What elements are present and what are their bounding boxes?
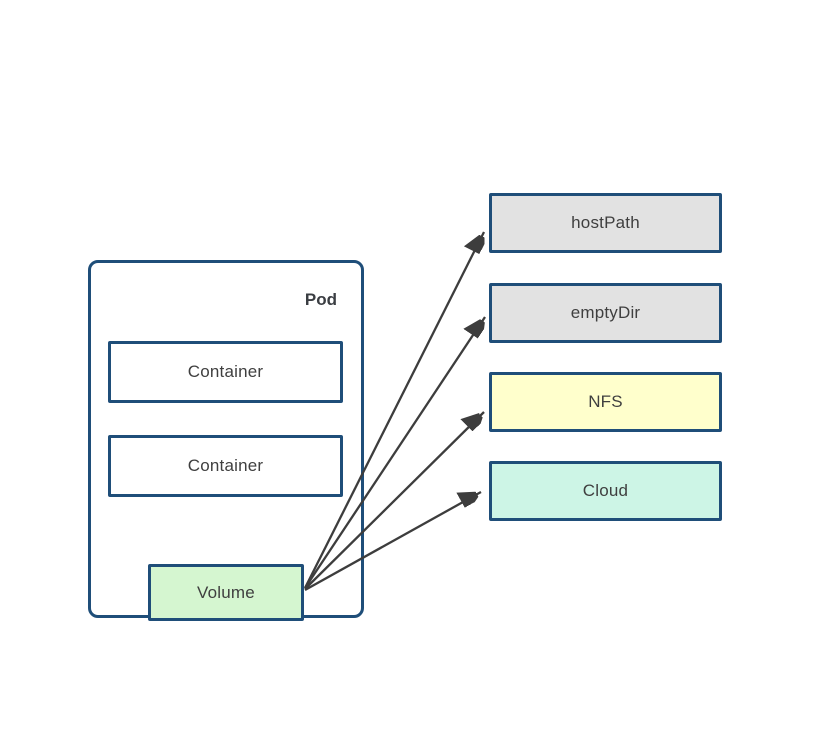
target-box-nfs: NFS bbox=[489, 372, 722, 432]
target-box-cloud: Cloud bbox=[489, 461, 722, 521]
volume-box: Volume bbox=[148, 564, 304, 621]
container-box-1: Container bbox=[108, 341, 343, 403]
target-box-emptydir: emptyDir bbox=[489, 283, 722, 343]
pod-label: Pod bbox=[304, 290, 337, 309]
target-box-hostpath: hostPath bbox=[489, 193, 722, 253]
container-box-2: Container bbox=[108, 435, 343, 497]
